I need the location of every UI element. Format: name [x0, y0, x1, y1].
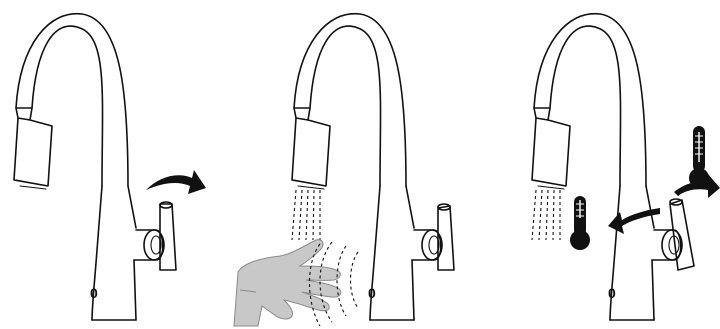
lever-handle [159, 201, 177, 271]
panel-lever-operation: 0 [13, 12, 206, 321]
lever-handle [669, 198, 695, 271]
water-spray-icon [531, 189, 561, 241]
thermometer-cold-icon [570, 196, 590, 250]
panel-sensor-operation: 0 [291, 12, 455, 321]
faucet-sensor-label: 0 [608, 285, 616, 301]
faucet-body [531, 12, 683, 321]
panel-temperature-adjust: 0 [531, 12, 720, 321]
thermometer-hot-icon [689, 126, 709, 188]
faucet-body [13, 12, 165, 321]
curved-arrow-icon [146, 170, 206, 194]
lever-handle [437, 203, 455, 271]
hand-icon [233, 239, 342, 327]
faucet-sensor-label: 0 [90, 285, 98, 301]
faucet-sensor-label: 0 [368, 285, 376, 301]
water-spray-icon [291, 189, 321, 241]
curved-arrow-icon [608, 208, 660, 234]
sensor-waves-icon [308, 241, 359, 327]
